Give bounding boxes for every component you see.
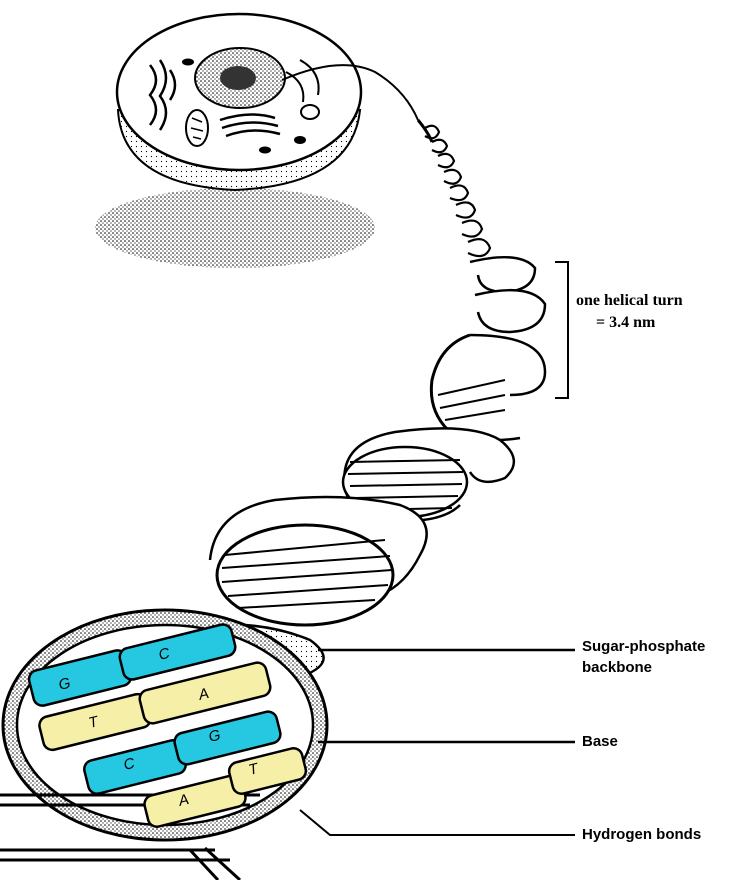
hydrogen-bonds-label: Hydrogen bonds xyxy=(582,824,701,845)
vesicle xyxy=(301,105,319,119)
vesicle xyxy=(182,59,194,66)
vesicle xyxy=(259,147,271,154)
vesicle xyxy=(294,136,306,144)
cell-shadow xyxy=(95,188,375,268)
double-helix-segment-small xyxy=(431,335,545,440)
backbone-label-line2: backbone xyxy=(582,657,705,678)
helical-turn-label-line1: one helical turn xyxy=(576,290,683,312)
helical-turn-label: one helical turn = 3.4 nm xyxy=(576,290,683,334)
backbone-label-line1: Sugar-phosphate xyxy=(582,636,705,657)
helical-turn-label-line2: = 3.4 nm xyxy=(576,312,683,334)
hbond-leader-line xyxy=(300,810,575,835)
helical-turn-bracket xyxy=(555,262,568,398)
mitochondrion xyxy=(186,110,208,146)
cell xyxy=(95,14,375,268)
backbone-label: Sugar-phosphate backbone xyxy=(582,636,705,678)
double-helix-segment-large xyxy=(210,497,427,625)
nucleolus xyxy=(220,66,256,90)
base-label: Base xyxy=(582,731,618,752)
